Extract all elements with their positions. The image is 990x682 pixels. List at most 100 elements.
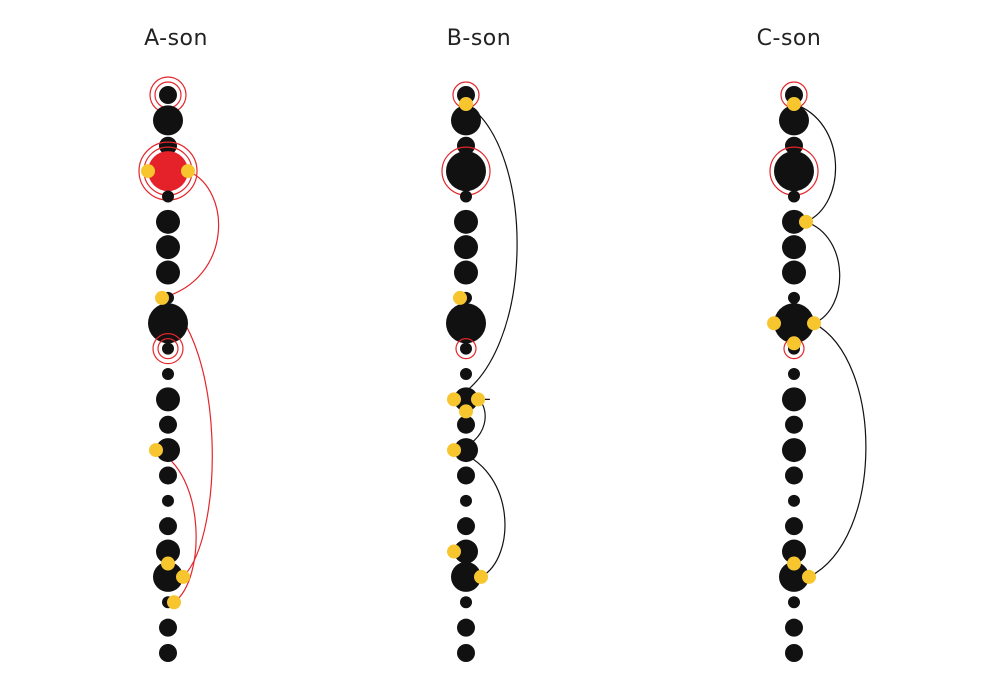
node-ring-1-10-0 [455, 338, 477, 360]
node-0-2 [159, 136, 177, 155]
anchor-dot-1-4 [459, 404, 473, 419]
node-1-15 [457, 466, 475, 485]
node-2-14 [782, 438, 806, 463]
column-c-son: C-son [757, 26, 867, 662]
node-1-14 [454, 438, 478, 463]
node-0-22 [159, 644, 177, 662]
node-2-15 [785, 466, 803, 485]
node-0-6 [156, 235, 180, 260]
anchor-dot-0-1 [181, 164, 195, 179]
node-1-10 [460, 342, 472, 355]
node-1-19 [451, 561, 481, 592]
column-title-c-son: C-son [757, 26, 822, 51]
node-0-1 [153, 105, 183, 136]
node-1-21 [457, 618, 475, 637]
node-ring-0-10-1 [152, 333, 184, 365]
node-2-21 [785, 618, 803, 637]
anchor-dot-1-7 [474, 569, 488, 584]
anchor-dot-1-2 [447, 392, 461, 407]
anchor-dot-1-0 [459, 97, 473, 111]
anchor-dot-1-5 [447, 443, 461, 458]
link-0-2 [155, 449, 197, 603]
anchor-dot-1-6 [447, 544, 461, 559]
node-2-12 [782, 387, 806, 412]
link-2-2 [808, 322, 867, 578]
node-0-13 [159, 415, 177, 434]
anchors-a-son [141, 164, 195, 610]
node-2-8 [788, 291, 800, 304]
anchor-dot-0-0 [141, 164, 155, 179]
node-1-12 [454, 387, 478, 412]
anchor-dot-0-2 [155, 290, 169, 305]
nodes-b-son [441, 81, 491, 662]
node-1-16 [460, 494, 472, 507]
node-ring-0-10-0 [157, 338, 179, 360]
node-1-13 [457, 415, 475, 434]
anchors-b-son [447, 97, 488, 584]
node-0-19 [153, 561, 183, 592]
node-0-14 [156, 438, 180, 463]
node-2-22 [785, 644, 803, 662]
anchor-dot-2-5 [787, 556, 801, 571]
node-2-19 [779, 561, 809, 592]
node-0-15 [159, 466, 177, 485]
link-1-3 [453, 449, 506, 578]
node-0-3 [148, 151, 188, 192]
node-1-11 [460, 368, 472, 380]
node-0-0 [159, 86, 177, 104]
node-2-5 [782, 209, 806, 234]
node-2-13 [785, 415, 803, 434]
column-b-son: B-son [441, 26, 518, 662]
link-0-0 [161, 170, 220, 299]
node-2-11 [788, 368, 800, 380]
node-1-6 [454, 235, 478, 260]
link-2-0 [793, 103, 836, 223]
anchor-dot-2-0 [787, 97, 801, 111]
node-0-17 [159, 517, 177, 536]
anchor-dot-0-4 [161, 556, 175, 571]
node-1-5 [454, 209, 478, 234]
node-1-7 [454, 260, 478, 285]
node-0-11 [162, 368, 174, 380]
column-title-a-son: A-son [144, 26, 208, 51]
anchor-dot-2-2 [767, 316, 781, 331]
link-1-0 [453, 103, 518, 400]
node-2-9 [774, 303, 814, 344]
node-1-3 [446, 151, 486, 192]
links-c-son [793, 103, 867, 578]
anchor-dot-1-1 [453, 290, 467, 305]
anchors-c-son [767, 97, 821, 584]
anchor-dot-2-3 [807, 316, 821, 331]
anchor-dot-1-3 [471, 392, 485, 407]
node-0-21 [159, 618, 177, 637]
node-2-1 [779, 105, 809, 136]
node-2-6 [782, 235, 806, 260]
node-1-4 [460, 190, 472, 203]
node-0-10 [162, 342, 174, 355]
anchor-dot-2-1 [799, 214, 813, 229]
anchor-dot-0-6 [167, 595, 181, 610]
node-2-18 [782, 539, 806, 564]
node-1-1 [451, 105, 481, 136]
node-0-16 [162, 494, 174, 507]
node-0-18 [156, 539, 180, 564]
node-1-17 [457, 517, 475, 536]
node-2-16 [788, 494, 800, 507]
anchor-dot-0-5 [176, 569, 190, 584]
link-2-1 [805, 221, 841, 324]
node-2-20 [788, 596, 800, 609]
node-1-20 [460, 596, 472, 609]
column-title-b-son: B-son [447, 26, 511, 51]
node-2-7 [782, 260, 806, 285]
node-1-18 [454, 539, 478, 564]
node-0-4 [162, 190, 174, 203]
node-0-7 [156, 260, 180, 285]
nodes-c-son [769, 81, 819, 662]
column-a-son: A-son [138, 26, 220, 662]
node-1-22 [457, 644, 475, 662]
node-2-17 [785, 517, 803, 536]
node-2-3 [774, 151, 814, 192]
node-1-9 [446, 303, 486, 344]
anchor-dot-0-3 [149, 443, 163, 458]
